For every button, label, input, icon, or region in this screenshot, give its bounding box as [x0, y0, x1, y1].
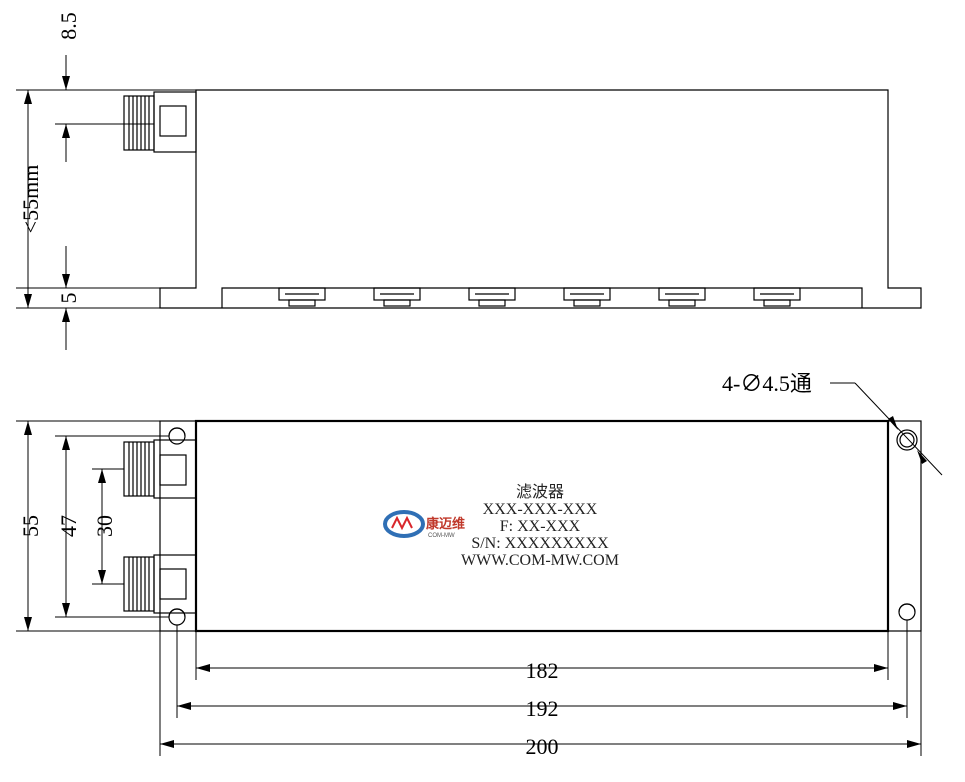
dim-connector-span: 47 [55, 435, 169, 618]
hole-callout: 4-∅4.5通 [722, 371, 943, 476]
dim-height-max-label: <55mm [18, 165, 43, 234]
mounting-hole [168, 608, 186, 626]
tuning-screw [373, 287, 421, 307]
side-view: 8.5 <55mm 5 [16, 12, 922, 350]
dim-body-length: 182 [196, 658, 888, 683]
label-website: WWW.COM-MW.COM [461, 552, 619, 569]
company-logo: 康迈维 COM-MW [383, 510, 465, 539]
mounting-hole [168, 427, 186, 445]
tuning-screw [468, 287, 516, 307]
dim-hole-spacing-label: 192 [526, 696, 559, 721]
top-view: 滤波器 XXX-XXX-XXX F: XX-XXX S/N: XXXXXXXXX… [16, 371, 943, 759]
dim-hole-spacing: 192 [177, 696, 907, 721]
dim-connector-pitch: 30 [92, 468, 124, 585]
tuning-screw [753, 287, 801, 307]
tuning-screw [563, 287, 611, 307]
dim-top-offset-label: 8.5 [56, 12, 81, 40]
tuning-screw [278, 287, 326, 307]
logo-brand-cn: 康迈维 [426, 516, 465, 531]
dim-flange-thickness: 5 [56, 246, 81, 350]
label-product-name: 滤波器 [516, 483, 564, 501]
dim-connector-span-label: 47 [56, 515, 81, 537]
dim-width-total-label: 55 [18, 515, 43, 537]
mounting-hole [898, 603, 916, 621]
dim-flange-thickness-label: 5 [56, 293, 81, 304]
dim-overall-length-label: 200 [526, 734, 559, 759]
side-housing-outline [159, 89, 922, 309]
logo-wave-icon [391, 515, 413, 531]
product-label: 滤波器 XXX-XXX-XXX F: XX-XXX S/N: XXXXXXXXX… [461, 483, 619, 569]
top-housing-outline [194, 419, 890, 633]
dim-connector-pitch-label: 30 [92, 515, 117, 537]
side-flange-step [221, 287, 863, 308]
tuning-screws [278, 287, 801, 307]
output-connector [123, 554, 197, 614]
dim-top-offset: 8.5 [56, 12, 81, 162]
logo-brand-en: COM-MW [428, 533, 455, 539]
label-serial: S/N: XXXXXXXXX [471, 535, 609, 552]
mounting-hole [896, 429, 918, 451]
dim-overall-length: 200 [160, 734, 921, 759]
label-frequency: F: XX-XXX [500, 518, 581, 535]
side-connector [123, 91, 197, 153]
logo-ring [383, 510, 425, 538]
hole-spec-label: 4-∅4.5通 [722, 371, 812, 396]
dim-body-length-label: 182 [526, 658, 559, 683]
label-model: XXX-XXX-XXX [483, 501, 598, 518]
dim-width-total: 55 [16, 420, 160, 632]
dim-height-max: <55mm [18, 90, 43, 308]
input-connector [123, 439, 197, 499]
tuning-screw [658, 287, 706, 307]
